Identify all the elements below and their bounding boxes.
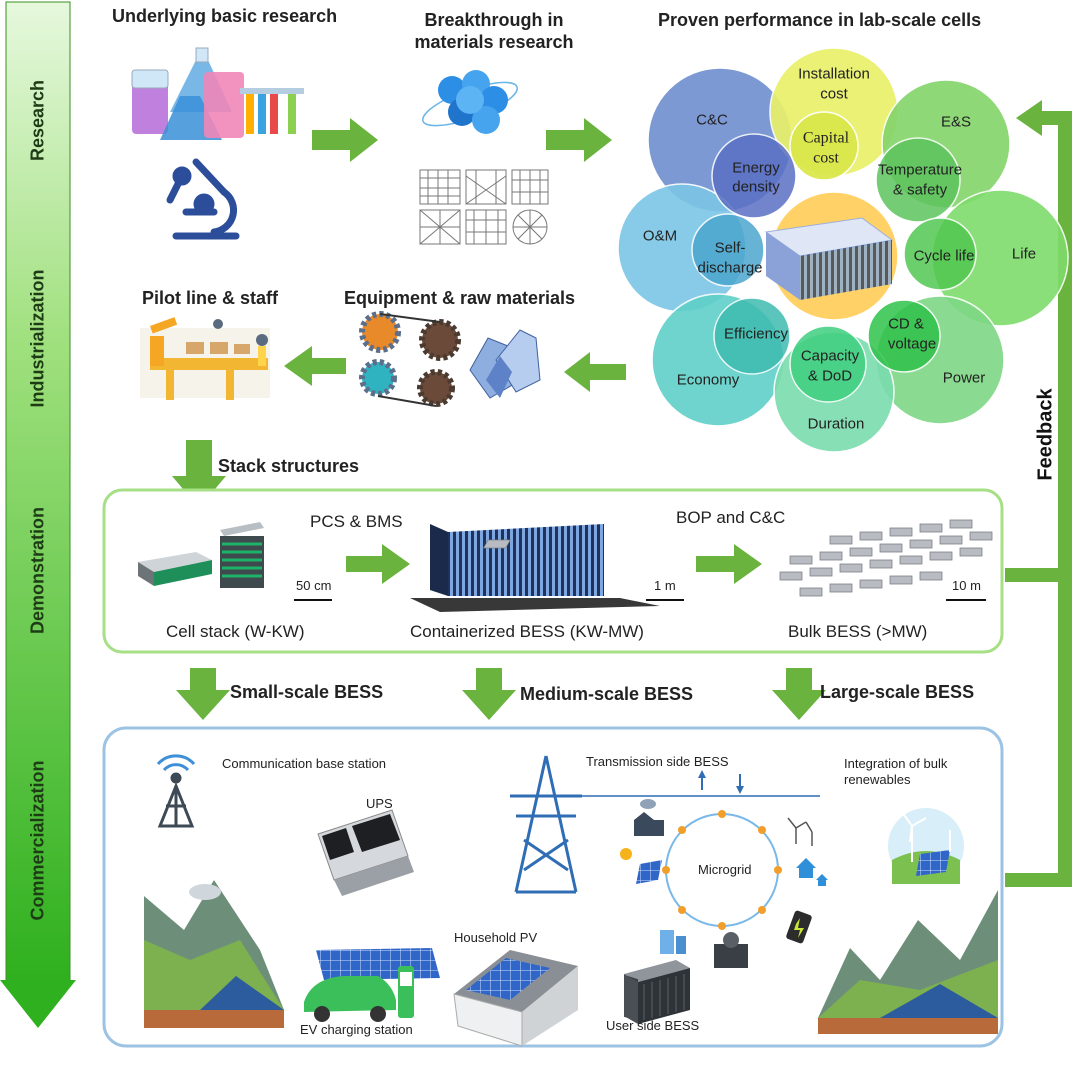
feedback-arrowhead <box>1016 100 1042 136</box>
label-ev-charging-station: EV charging station <box>300 1022 413 1037</box>
building-icon <box>660 930 686 954</box>
label-user-side-bess: User side BESS <box>606 1018 700 1033</box>
circle-cd-voltage-line2: voltage <box>887 335 937 353</box>
circle-cycle-life: Cycle life <box>913 247 975 265</box>
circle-power: Power <box>942 369 986 387</box>
circle-cc: C&C <box>696 111 728 129</box>
circle-capital-cost-line2: cost <box>813 149 839 167</box>
feedback-loop <box>1005 111 1072 887</box>
label-feedback: Feedback <box>1034 388 1057 481</box>
label-communication-base-station: Communication base station <box>222 756 387 771</box>
label-containerized-bess: Containerized BESS (KW-MW) <box>410 622 644 641</box>
circle-capacity-dod-line1: Capacity <box>800 347 860 365</box>
factory-line-illustration <box>140 317 270 400</box>
circle-economy: Economy <box>676 371 740 389</box>
label-small-scale-bess: Small-scale BESS <box>230 682 384 702</box>
circle-capital-cost-line1: Capital <box>802 129 850 147</box>
mountain-landscape-left <box>144 880 284 1028</box>
mountain-landscape-right <box>818 890 998 1034</box>
stage-label-commercialization: Commercialization <box>27 760 48 921</box>
label-breakthrough-line1: Breakthrough in <box>424 10 564 30</box>
label-breakthrough-line2: materials research <box>414 32 574 52</box>
ev-charging-illustration <box>304 948 440 1022</box>
label-pcs-bms: PCS & BMS <box>310 512 403 531</box>
arrow-proven-to-equipment <box>564 352 626 392</box>
factory-icon <box>634 799 664 836</box>
circle-temperature-safety-line1: Temperature <box>877 161 963 179</box>
house-icon <box>796 858 828 886</box>
wind-turbine-icon <box>787 817 813 846</box>
stage-label-industrialization: Industrialization <box>27 269 48 408</box>
arrow-small-scale <box>176 668 230 720</box>
microgrid-ring <box>662 770 782 930</box>
label-underlying-basic-research: Underlying basic research <box>112 6 338 26</box>
circle-temperature-safety-line2: & safety <box>892 181 948 199</box>
scale-label-50cm: 50 cm <box>296 578 332 593</box>
label-pilot-line-staff: Pilot line & staff <box>142 288 279 308</box>
transmission-tower-illustration <box>510 755 582 894</box>
label-bop-cc: BOP and C&C <box>676 508 786 527</box>
scale-label-1m: 1 m <box>654 578 676 593</box>
cell-array-illustration <box>764 217 894 300</box>
household-pv-illustration <box>453 950 578 1047</box>
lattice-structures-illustration <box>419 169 549 245</box>
arrow-basic-to-breakthrough <box>312 118 378 162</box>
battery-icon <box>786 910 812 944</box>
renewables-integration-illustration <box>888 808 964 884</box>
arrow-stack-to-container <box>346 544 410 584</box>
circle-capacity-dod-line2: & DoD <box>807 367 853 385</box>
circle-energy-density-line1: Energy <box>732 159 780 177</box>
scale-label-10m: 10 m <box>952 578 981 593</box>
arrow-breakthrough-to-proven <box>546 118 612 162</box>
label-large-scale-bess: Large-scale BESS <box>820 682 975 702</box>
label-proven-performance: Proven performance in lab-scale cells <box>658 10 982 30</box>
circle-installation-cost-line1: Installation <box>798 65 870 83</box>
label-integration-line2: renewables <box>844 772 911 787</box>
label-integration-line1: Integration of bulk <box>844 756 948 771</box>
cell-stack-illustration <box>138 522 332 601</box>
atom-cluster-illustration <box>422 70 518 134</box>
stage-progress-arrow <box>0 1 76 1028</box>
arrow-container-to-bulk <box>696 544 762 584</box>
circle-self-discharge-line2: discharge <box>697 259 763 277</box>
arrow-medium-scale <box>462 668 516 720</box>
label-ups: UPS <box>366 796 393 811</box>
stage-label-demonstration: Demonstration <box>27 507 48 635</box>
bulk-bess-illustration <box>482 519 993 597</box>
circle-self-discharge-line1: Self- <box>714 239 746 257</box>
circle-es: E&S <box>940 113 972 131</box>
user-side-bess-container <box>624 960 690 1024</box>
lab-glassware-illustration <box>131 47 304 140</box>
label-medium-scale-bess: Medium-scale BESS <box>520 684 694 704</box>
ups-device-illustration <box>317 809 414 896</box>
circle-om: O&M <box>642 227 678 245</box>
label-bulk-bess: Bulk BESS (>MW) <box>788 622 928 641</box>
circle-cd-voltage-line1: CD & <box>888 315 924 333</box>
arrow-equipment-to-pilot <box>284 346 346 386</box>
microscope-illustration <box>166 158 240 240</box>
arrow-large-scale <box>772 668 826 720</box>
generator-icon <box>714 932 748 968</box>
circle-energy-density-line2: density <box>732 178 780 196</box>
label-equipment-raw-materials: Equipment & raw materials <box>344 288 576 308</box>
crystals-illustration <box>469 329 541 399</box>
circle-installation-cost-line2: cost <box>820 85 848 103</box>
label-cell-stack: Cell stack (W-KW) <box>166 622 305 641</box>
circle-efficiency: Efficiency <box>724 325 788 343</box>
label-microgrid: Microgrid <box>698 862 752 877</box>
sun-solar-icon <box>620 848 662 884</box>
stage-label-research: Research <box>27 79 48 162</box>
label-stack-structures: Stack structures <box>218 456 360 476</box>
base-station-tower-icon <box>156 754 196 828</box>
label-household-pv: Household PV <box>454 930 538 945</box>
label-transmission-side-bess: Transmission side BESS <box>586 754 729 769</box>
circle-life: Life <box>1011 245 1037 263</box>
gears-illustration <box>359 311 461 407</box>
circle-duration: Duration <box>807 415 865 433</box>
